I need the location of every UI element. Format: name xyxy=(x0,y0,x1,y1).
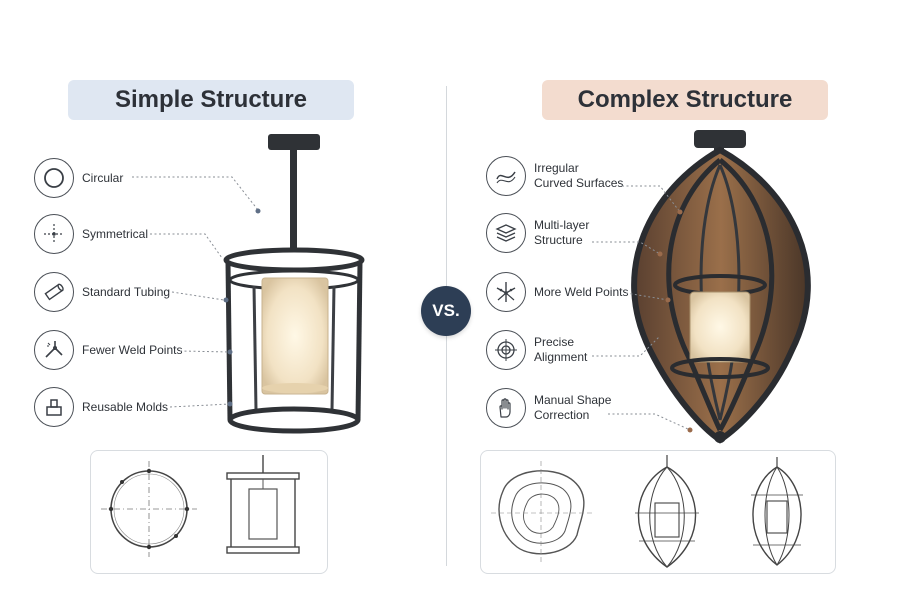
mold-icon xyxy=(34,387,74,427)
complex-structure-title: Complex Structure xyxy=(542,80,828,120)
complex-structure-panel: Complex Structure Irregular Curved Surfa… xyxy=(450,0,900,600)
multi-weld-icon xyxy=(486,272,526,312)
simple-structure-title: Simple Structure xyxy=(68,80,354,120)
contour-top-view-sketch xyxy=(491,461,593,565)
circle-icon xyxy=(34,158,74,198)
feature-label: Irregular Curved Surfaces xyxy=(534,161,624,190)
tube-icon xyxy=(34,272,74,312)
side-view-frame-sketch xyxy=(226,455,300,554)
cage-side-view-sketch xyxy=(751,457,803,566)
curved-surface-icon xyxy=(486,156,526,196)
feature-label: Circular xyxy=(82,170,124,185)
feature-multi-layer-structure: Multi-layer Structure xyxy=(486,213,589,253)
feature-label: Standard Tubing xyxy=(82,284,171,299)
feature-label: Manual Shape Correction xyxy=(534,393,612,422)
simple-technical-sketch xyxy=(90,450,328,574)
feature-label: Reusable Molds xyxy=(82,399,169,414)
vs-badge: VS. xyxy=(421,286,471,336)
feature-label: Multi-layer Structure xyxy=(534,218,590,247)
feature-label: Precise Alignment xyxy=(534,335,588,364)
feature-label: Symmetrical xyxy=(82,226,149,241)
cage-front-view-sketch xyxy=(635,455,699,568)
weld-points-icon xyxy=(34,330,74,370)
feature-precise-alignment: Precise Alignment xyxy=(486,330,587,370)
feature-fewer-weld-points: Fewer Weld Points xyxy=(34,330,182,370)
simple-structure-panel: Simple Structure Circular Symmetrical xyxy=(34,80,354,574)
symmetry-crosshair-icon xyxy=(34,214,74,254)
top-view-circle-sketch xyxy=(101,461,197,557)
feature-symmetrical: Symmetrical xyxy=(34,214,148,254)
hand-icon xyxy=(486,388,526,428)
feature-irregular-curved-surfaces: Irregular Curved Surfaces xyxy=(486,156,623,196)
complex-technical-sketch xyxy=(480,450,836,574)
layers-icon xyxy=(486,213,526,253)
feature-standard-tubing: Standard Tubing xyxy=(34,272,170,312)
target-icon xyxy=(486,330,526,370)
feature-label: More Weld Points xyxy=(534,284,629,299)
feature-circular: Circular xyxy=(34,158,123,198)
feature-reusable-molds: Reusable Molds xyxy=(34,387,168,427)
feature-more-weld-points: More Weld Points xyxy=(486,272,628,312)
feature-label: Fewer Weld Points xyxy=(82,342,183,357)
feature-manual-shape-correction: Manual Shape Correction xyxy=(486,388,611,428)
